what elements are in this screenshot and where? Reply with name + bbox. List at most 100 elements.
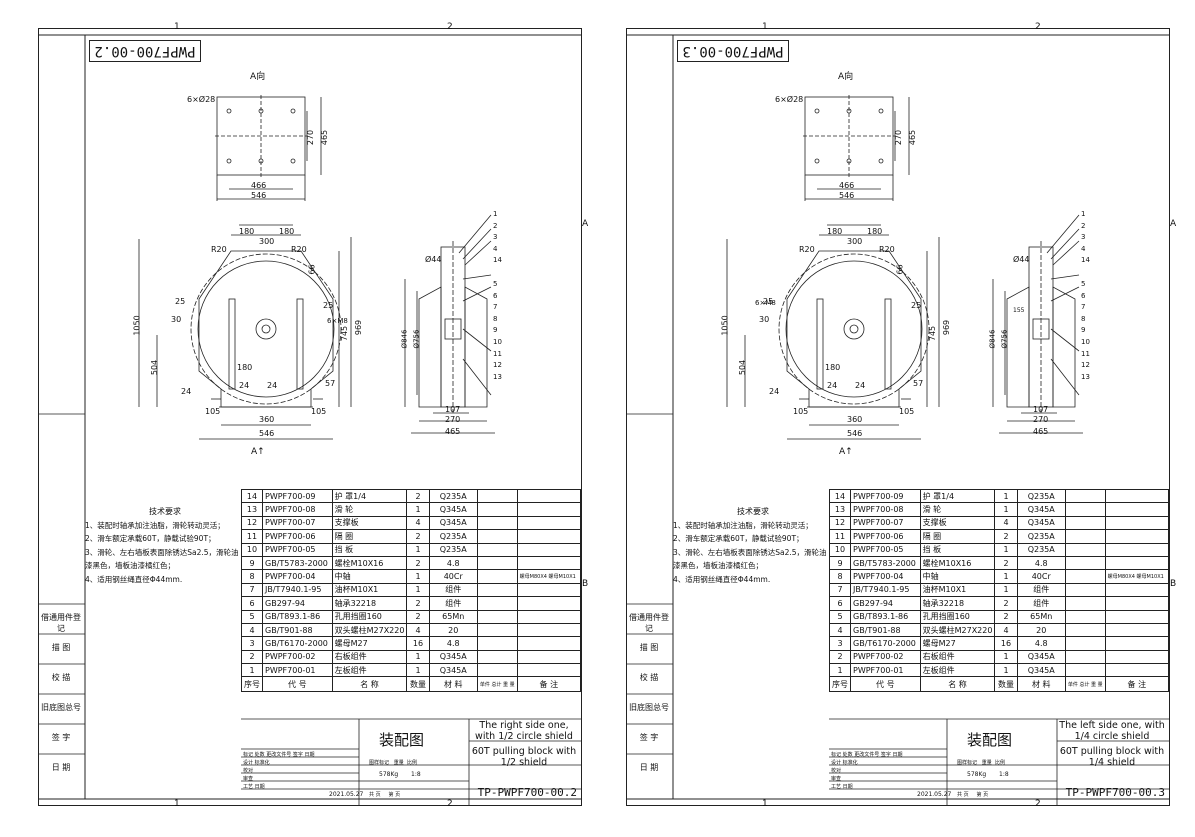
bom-cell: PWPF700-06 xyxy=(850,529,921,544)
bom-cell xyxy=(516,488,582,504)
dim-d846: Ø846 xyxy=(988,329,997,349)
bom-cell: 轴承32218 xyxy=(331,596,408,611)
bom-cell xyxy=(1064,569,1106,584)
dim-546-front: 546 xyxy=(847,429,863,438)
bom-cell: 护 罩1/4 xyxy=(331,488,408,504)
title-block-lines xyxy=(39,413,581,805)
tb-drawing-mark: 图样标记 xyxy=(369,760,390,766)
dim-546: 546 xyxy=(251,191,267,200)
bom-cell: PWPF700-01 xyxy=(850,663,921,678)
side-label-trace: 描 图 xyxy=(51,643,71,652)
balloon-4: 4 xyxy=(493,244,498,253)
bom-cell: GB/T5783-2000 xyxy=(262,555,333,571)
bom-cell: JB/T7940.1-95 xyxy=(262,582,333,598)
bom-cell: 2 xyxy=(406,596,430,611)
tb-standard: 标准化 xyxy=(254,760,270,766)
bom-cell xyxy=(1064,515,1106,531)
date-value: 2021.05.27 xyxy=(917,791,952,798)
bom-cell: GB297-94 xyxy=(262,596,333,611)
dim-24b: 24 xyxy=(267,381,278,390)
bom-cell: 组件 xyxy=(428,596,478,611)
bom-cell xyxy=(516,636,582,651)
dim-57: 57 xyxy=(913,379,924,388)
bom-cell: Q345A xyxy=(428,502,478,517)
drawing-description: The left side one, with 1/4 circle shiel… xyxy=(1056,720,1168,768)
bom-cell xyxy=(516,622,582,638)
bom-cell xyxy=(1064,609,1106,624)
bom-cell: 1 xyxy=(994,582,1018,598)
bom-cell: 65Mn xyxy=(428,609,478,624)
date-value: 2021.05.27 xyxy=(329,791,364,798)
bom-cell: 7 xyxy=(241,582,263,598)
side-label-sign: 签 字 xyxy=(639,733,659,742)
bom-cell: 挡 板 xyxy=(331,542,408,557)
bom-cell: GB/T901-88 xyxy=(262,622,333,638)
bom-cell: Q235A xyxy=(428,488,478,504)
drawing-sheet-left: PWPF700-00.2 xyxy=(38,22,588,809)
tech-title: 技术要求 xyxy=(149,507,181,516)
bom-cell: 1 xyxy=(994,542,1018,557)
bom-header-cell: 代 号 xyxy=(262,676,333,693)
bom-cell: 2 xyxy=(994,596,1018,611)
dim-107: 107 xyxy=(445,405,461,414)
bom-cell: 组件 xyxy=(1016,582,1066,598)
bom-cell: 护 罩1/4 xyxy=(919,488,996,504)
balloon-5: 5 xyxy=(1081,279,1086,288)
bom-cell: Q235A xyxy=(1016,488,1066,504)
bom-cell: Q345A xyxy=(1016,649,1066,665)
balloon-6: 6 xyxy=(1081,291,1086,300)
bom-cell xyxy=(1104,542,1170,557)
bom-cell: 1 xyxy=(406,663,430,678)
bom-cell: 14 xyxy=(829,488,851,504)
front-view-frame xyxy=(726,224,940,440)
bom-header-cell: 名 称 xyxy=(919,676,996,693)
bom-cell: 左板组件 xyxy=(331,663,408,678)
bom-cell: 5 xyxy=(241,609,263,624)
bom-cell: 螺栓M10X16 xyxy=(919,555,996,571)
bom-cell: 40Cr xyxy=(428,569,478,584)
dim-r20b: R20 xyxy=(879,245,895,254)
bom-cell: 4.8 xyxy=(1016,555,1066,571)
bom-cell: PWPF700-09 xyxy=(262,488,333,504)
tech-line-4: 漆黑色，墙板油漆橘红色； xyxy=(673,561,763,570)
balloon-5: 5 xyxy=(493,279,498,288)
frame-zone-1-bottom: 1 xyxy=(174,799,180,809)
dim-270: 270 xyxy=(306,129,316,146)
bom-cell: 2 xyxy=(406,488,430,504)
tb-design: 设计 xyxy=(831,760,842,766)
bom-header-cell: 数量 xyxy=(406,676,430,693)
bom-cell: 8 xyxy=(241,569,263,584)
bom-cell: PWPF700-09 xyxy=(850,488,921,504)
bom-cell: 2 xyxy=(241,649,263,665)
tb-review: 审查 xyxy=(831,776,842,782)
tech-line-5: 4、适用钢丝绳直径Φ44mm. xyxy=(85,574,183,584)
bom-cell: 1 xyxy=(994,502,1018,517)
bom-cell xyxy=(1064,555,1106,571)
dim-546: 546 xyxy=(839,191,855,200)
dim-546-front: 546 xyxy=(259,429,275,438)
tb-mark: 标记 xyxy=(831,752,842,758)
tb-mark: 标记 xyxy=(243,752,254,758)
bom-cell: 4.8 xyxy=(428,555,478,571)
bom-cell: 11 xyxy=(241,529,263,544)
bom-header-cell: 序号 xyxy=(829,676,851,693)
bom-cell: 12 xyxy=(241,515,263,531)
bom-cell xyxy=(516,663,582,678)
tech-line-2: 2、滑车额定承载60T，静载试验90T； xyxy=(673,534,804,543)
bom-cell xyxy=(1064,488,1106,504)
balloon-12: 12 xyxy=(1081,361,1090,370)
tb-page-no: 第 页 xyxy=(976,792,989,798)
bom-cell: 1 xyxy=(241,663,263,678)
dim-180c: 180 xyxy=(237,363,253,372)
bom-cell: 4 xyxy=(406,622,430,638)
bom-cell xyxy=(476,582,518,598)
bom-cell: GB/T6170-2000 xyxy=(850,636,921,651)
